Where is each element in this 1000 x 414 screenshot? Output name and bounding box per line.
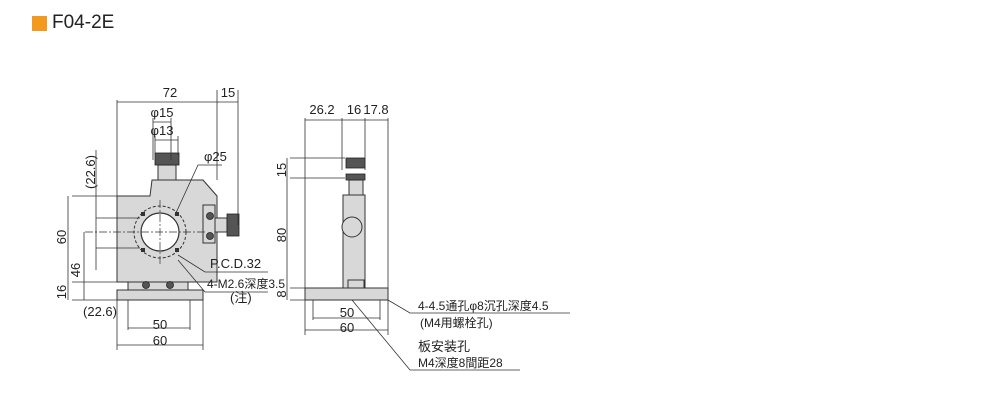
holes-label: 4-M2.6深度3.5 — [207, 276, 285, 291]
dim-60-height: 60 — [54, 230, 69, 244]
side-knob-upper — [345, 157, 366, 169]
note-label: (注) — [230, 290, 252, 305]
side-body — [342, 194, 366, 289]
orange-square-icon — [32, 15, 47, 31]
dim-16: 16 — [54, 285, 69, 299]
side-knob — [226, 213, 240, 237]
dim-60-side: 60 — [340, 320, 354, 335]
dim-50: 50 — [153, 317, 167, 332]
side-knob-lower — [345, 173, 366, 181]
dim-72: 72 — [163, 85, 177, 100]
dim-46: 46 — [68, 263, 83, 277]
dim-26-2: 26.2 — [309, 102, 334, 117]
dim-dia-25: φ25 — [204, 149, 227, 164]
front-view: 72 15 φ15 φ13 φ25 (22.6) 60 46 16 (22.6)… — [54, 85, 285, 350]
dim-60: 60 — [153, 333, 167, 348]
mount-holes — [141, 212, 179, 252]
dim-80: 80 — [274, 228, 289, 242]
figure-title: F04-2E — [32, 12, 114, 34]
dim-offset-bottom: (22.6) — [83, 304, 117, 319]
side-view: 26.2 16 17.8 15 80 8 50 60 4-4.5通孔φ8沉孔深度… — [274, 102, 570, 371]
top-knob — [154, 152, 180, 166]
dim-8: 8 — [274, 290, 289, 297]
side-base — [304, 287, 389, 301]
side-knob-shaft — [348, 179, 364, 196]
mount-holes-title: 板安装孔 — [418, 339, 470, 354]
mount-holes-detail: M4深度8間距28 — [418, 355, 503, 370]
dim-17-8: 17.8 — [363, 102, 388, 117]
dim-dia-13: φ13 — [151, 123, 174, 138]
dim-50-side: 50 — [340, 305, 354, 320]
side-mount — [347, 279, 365, 289]
dim-dia-15: φ15 — [151, 105, 174, 120]
dim-offset-top: (22.6) — [83, 155, 98, 189]
through-holes-label: 4-4.5通孔φ8沉孔深度4.5 — [418, 298, 549, 313]
pcd-label: P.C.D.32 — [210, 256, 261, 271]
dim-16-side: 16 — [347, 102, 361, 117]
top-knob-shaft — [157, 164, 177, 181]
base-plate — [116, 289, 204, 301]
mount-block — [127, 281, 189, 291]
dim-15: 15 — [221, 85, 235, 100]
side-knob-shaft — [214, 217, 228, 233]
dim-15-side: 15 — [274, 163, 289, 177]
side-aperture — [341, 216, 363, 238]
model-label: F04-2E — [52, 12, 115, 33]
through-holes-note: (M4用螺栓孔) — [420, 315, 493, 330]
